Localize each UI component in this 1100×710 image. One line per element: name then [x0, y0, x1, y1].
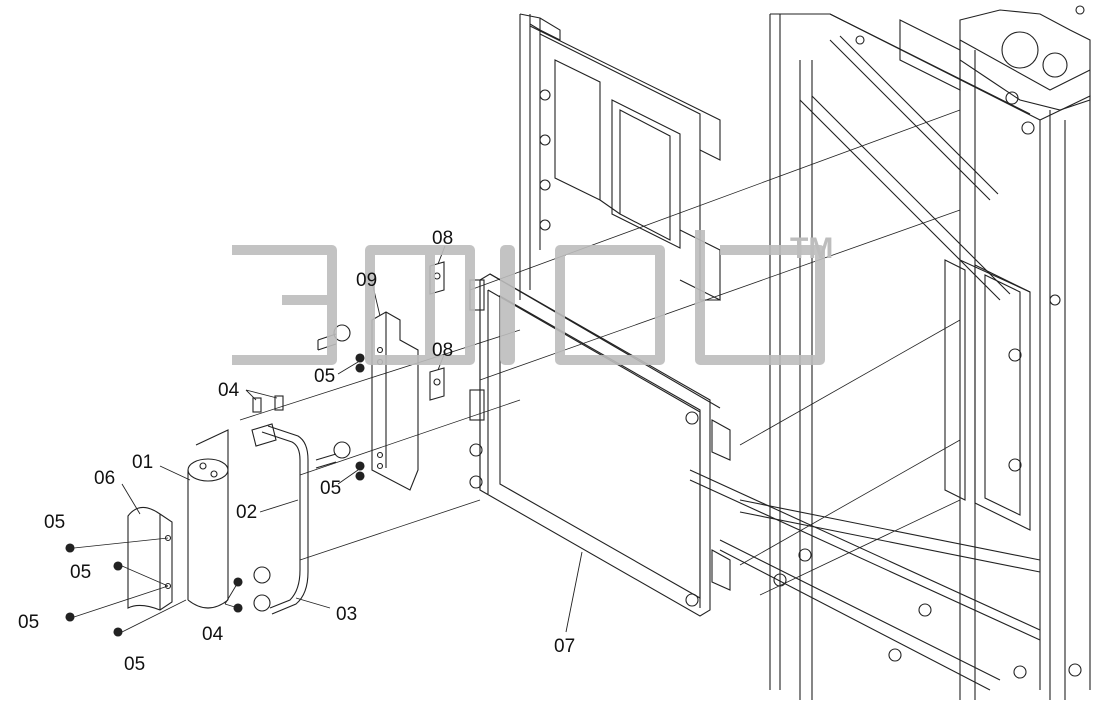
hose-02: [251, 423, 309, 615]
label-part-08-upper: 08: [432, 228, 453, 249]
label-part-05-f: 05: [320, 478, 341, 499]
receiver-drier-01: [187, 429, 229, 609]
condenser-07: [469, 273, 731, 617]
screws-05: [65, 537, 187, 637]
machine-frame: [469, 5, 1091, 700]
bracket-08-lower: [429, 367, 445, 401]
bolts-04: [233, 395, 284, 613]
label-part-04-lower: 04: [202, 624, 224, 645]
label-part-04-upper: 04: [218, 380, 240, 401]
label-part-05-b: 05: [70, 562, 91, 583]
label-part-09: 09: [356, 270, 377, 291]
label-part-03: 03: [336, 604, 357, 625]
label-part-07: 07: [554, 636, 575, 657]
label-part-06: 06: [94, 468, 115, 489]
cover-06: [127, 506, 173, 611]
label-part-08-lower: 08: [432, 340, 453, 361]
label-part-05-e: 05: [314, 366, 335, 387]
watermark-trademark: TM: [790, 232, 833, 265]
part-labels: 01 02 03 04 04 05 05 05 05 05 05 06 07 0…: [18, 228, 575, 675]
label-part-05-a: 05: [44, 512, 65, 533]
label-part-05-d: 05: [124, 654, 145, 675]
watermark: [232, 230, 825, 365]
label-part-05-c: 05: [18, 612, 39, 633]
label-part-02: 02: [236, 502, 257, 523]
bracket-09: [315, 311, 419, 491]
label-part-01: 01: [132, 452, 153, 473]
